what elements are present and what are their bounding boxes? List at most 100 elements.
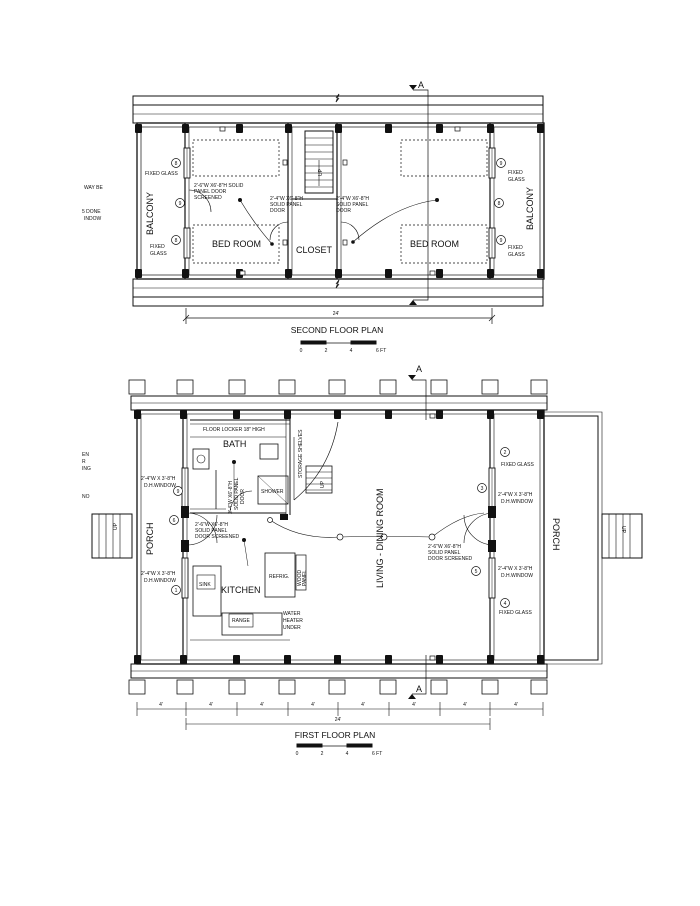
window-tag: 9 <box>179 201 182 207</box>
stair-up-label: UP <box>320 480 326 488</box>
first-floor-fixtures <box>267 413 436 661</box>
kitchen-label: KITCHEN <box>221 585 261 595</box>
window-note: D.H.WINDOW <box>501 499 533 505</box>
door-note: SOLID PANEL <box>270 202 303 208</box>
refrig-label: REFRIG. <box>269 574 289 580</box>
door-note: 2'-4"W X6'-8"H <box>336 196 369 202</box>
second-floor-posts <box>135 85 544 305</box>
window-tag: 2 <box>504 450 507 456</box>
first-floor-plan <box>91 379 643 748</box>
window-note: 2'-4"W X 3'-8"H <box>141 476 176 482</box>
window-tag: 4 <box>504 601 507 607</box>
fixed-glass-note: GLASS <box>508 252 525 258</box>
section-marker-top: A <box>418 80 424 90</box>
bedroom-right-label: BED ROOM <box>410 239 459 249</box>
fixed-glass-note: FIXED <box>508 170 523 176</box>
margin-text: NO <box>82 494 90 500</box>
shower-label: SHOWER <box>261 489 284 495</box>
window-tag: 6 <box>173 518 176 524</box>
dimension-label: 4' <box>311 702 315 708</box>
scale-tick: 4 <box>346 751 349 757</box>
water-heater-note: HEATER <box>283 618 303 624</box>
door-note: SOLID PANEL <box>234 477 240 510</box>
second-floor-plan <box>132 89 545 345</box>
scale-tick: 0 <box>296 751 299 757</box>
window-note: 2'-4"W X 3'-8"H <box>141 571 176 577</box>
door-note: DOOR <box>336 208 351 214</box>
storage-shelves-note: STORAGE SHELVES <box>298 429 304 478</box>
door-note: 2'-6"W X6'-8"H SOLID <box>194 183 244 189</box>
scale-tick: 6 FT <box>372 751 382 757</box>
window-note: 2'-4"W X 3'-8"H <box>498 566 533 572</box>
living-dining-label: LIVING - DINING ROOM <box>375 488 385 588</box>
dimension-label: 24' <box>333 311 340 317</box>
porch-right-label: PORCH <box>551 518 561 551</box>
door-note: PANEL DOOR <box>194 189 227 195</box>
margin-text: INDOW <box>84 216 102 222</box>
scale-tick: 0 <box>300 348 303 354</box>
window-tag: 1 <box>175 588 178 594</box>
door-note: DOOR SCREENED <box>195 534 240 540</box>
window-tag: 9 <box>500 238 503 244</box>
balcony-left-label: BALCONY <box>145 192 155 235</box>
window-tag: 9 <box>500 161 503 167</box>
window-tag: 8 <box>498 201 501 207</box>
window-tag: 5 <box>475 569 478 575</box>
dimension-total-label: 24' <box>335 717 342 723</box>
bedroom-left-label: BED ROOM <box>212 239 261 249</box>
fixed-glass-note: FIXED GLASS <box>499 610 532 616</box>
door-note: 2'-4"W X6'-8"H <box>228 481 234 514</box>
range-label: RANGE <box>232 618 250 624</box>
dimension-label: 4' <box>209 702 213 708</box>
section-marker-top: A <box>416 364 422 374</box>
margin-text: ING <box>82 466 91 472</box>
margin-text: WAY BE <box>84 185 103 191</box>
first-floor-piers <box>128 379 548 695</box>
balcony-right-label: BALCONY <box>525 187 535 230</box>
fixed-glass-note: GLASS <box>150 251 167 257</box>
window-tag: 8 <box>175 238 178 244</box>
window-note: D.H.WINDOW <box>501 573 533 579</box>
door-note: 2'-6"W X6'-8"H <box>195 522 228 528</box>
door-note: DOOR <box>270 208 285 214</box>
dimension-label: 4' <box>361 702 365 708</box>
dimension-label: 4' <box>260 702 264 708</box>
wood-panel-note: PANEL <box>302 570 308 586</box>
water-heater-note: WATER <box>283 611 301 617</box>
window-note: D.H.WINDOW <box>144 483 176 489</box>
water-heater-note: UNDER <box>283 625 301 631</box>
scale-tick: 2 <box>325 348 328 354</box>
stair-up-label: UP <box>318 168 324 176</box>
dimension-label: 4' <box>159 702 163 708</box>
porch-left-label: PORCH <box>145 522 155 555</box>
window-tag: 8 <box>175 161 178 167</box>
sink-label: SINK <box>199 582 211 588</box>
window-tag: 3 <box>481 486 484 492</box>
first-floor-labels: A A FLOOR LOCKER 18" HIGH BATH STORAGE S… <box>82 364 626 757</box>
window-note: 2'-4"W X 3'-8"H <box>498 492 533 498</box>
wood-panel-note: WOOD <box>297 570 303 586</box>
scale-tick: 2 <box>321 751 324 757</box>
door-note: DOOR <box>240 489 246 504</box>
door-note: SOLID PANEL <box>336 202 369 208</box>
fixed-glass-note: FIXED <box>150 244 165 250</box>
margin-text: 5 DONE <box>82 209 101 215</box>
scale-tick: 4 <box>350 348 353 354</box>
first-floor-title: FIRST FLOOR PLAN <box>295 730 376 740</box>
fixed-glass-note: FIXED <box>508 245 523 251</box>
door-note: 2'-4"W X6'-8"H <box>270 196 303 202</box>
closet-label: CLOSET <box>296 245 333 255</box>
porch-step-up-label: UP <box>620 526 626 534</box>
window-note: D.H.WINDOW <box>144 578 176 584</box>
window-tag: 9 <box>177 489 180 495</box>
second-floor-outlets <box>219 126 461 276</box>
bath-label: BATH <box>223 439 246 449</box>
margin-text: R <box>82 459 86 465</box>
door-note: 2'-6"W X6'-8"H <box>428 544 461 550</box>
fixed-glass-note: GLASS <box>508 177 525 183</box>
scale-tick: 6 FT <box>376 348 386 354</box>
section-marker-bottom: A <box>416 684 422 694</box>
porch-step-up-label: UP <box>113 522 119 530</box>
fixed-glass-note: FIXED GLASS <box>501 462 534 468</box>
